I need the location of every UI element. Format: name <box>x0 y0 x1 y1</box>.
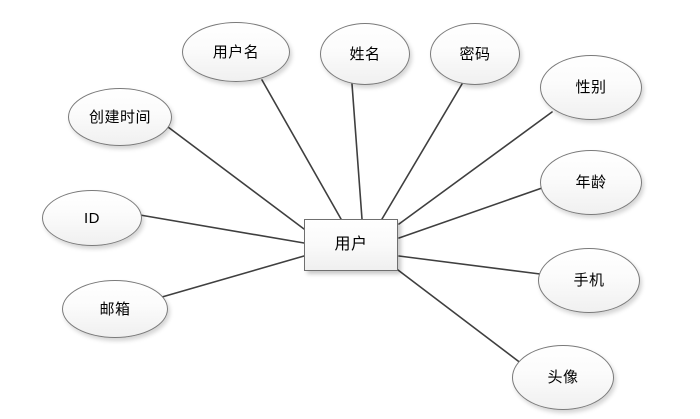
attribute-node-id[interactable]: ID <box>42 190 142 246</box>
attribute-node-gender[interactable]: 性别 <box>540 55 642 120</box>
connector-email <box>161 255 305 298</box>
connector-password <box>381 83 463 220</box>
entity-node-user[interactable]: 用户 <box>304 219 398 271</box>
connector-username <box>261 79 342 220</box>
attribute-node-created_at[interactable]: 创建时间 <box>68 88 172 146</box>
attribute-node-username[interactable]: 用户名 <box>182 22 290 82</box>
attribute-label-gender: 性别 <box>575 79 607 96</box>
attribute-label-created_at: 创建时间 <box>88 108 151 126</box>
attribute-label-password: 密码 <box>459 45 491 63</box>
entity-label: 用户 <box>334 236 368 253</box>
connector-id <box>139 214 305 244</box>
connector-age <box>398 187 543 239</box>
attribute-label-avatar: 头像 <box>547 369 579 386</box>
connector-created_at <box>167 126 305 230</box>
attribute-node-password[interactable]: 密码 <box>430 23 520 85</box>
attribute-label-age: 年龄 <box>575 174 607 191</box>
attribute-label-username: 用户名 <box>212 43 260 61</box>
attribute-node-fullname[interactable]: 姓名 <box>320 23 410 85</box>
attribute-node-email[interactable]: 邮箱 <box>62 280 168 338</box>
attribute-label-mobile: 手机 <box>573 272 605 289</box>
attribute-label-email: 邮箱 <box>99 300 131 318</box>
attribute-node-mobile[interactable]: 手机 <box>538 248 640 313</box>
attribute-label-id: ID <box>84 209 100 227</box>
attribute-label-fullname: 姓名 <box>349 45 381 63</box>
connector-gender <box>398 111 553 225</box>
attribute-node-age[interactable]: 年龄 <box>540 150 642 215</box>
connector-fullname <box>351 83 363 220</box>
connector-avatar <box>397 269 523 365</box>
connector-mobile <box>398 255 541 275</box>
attribute-node-avatar[interactable]: 头像 <box>512 345 614 410</box>
